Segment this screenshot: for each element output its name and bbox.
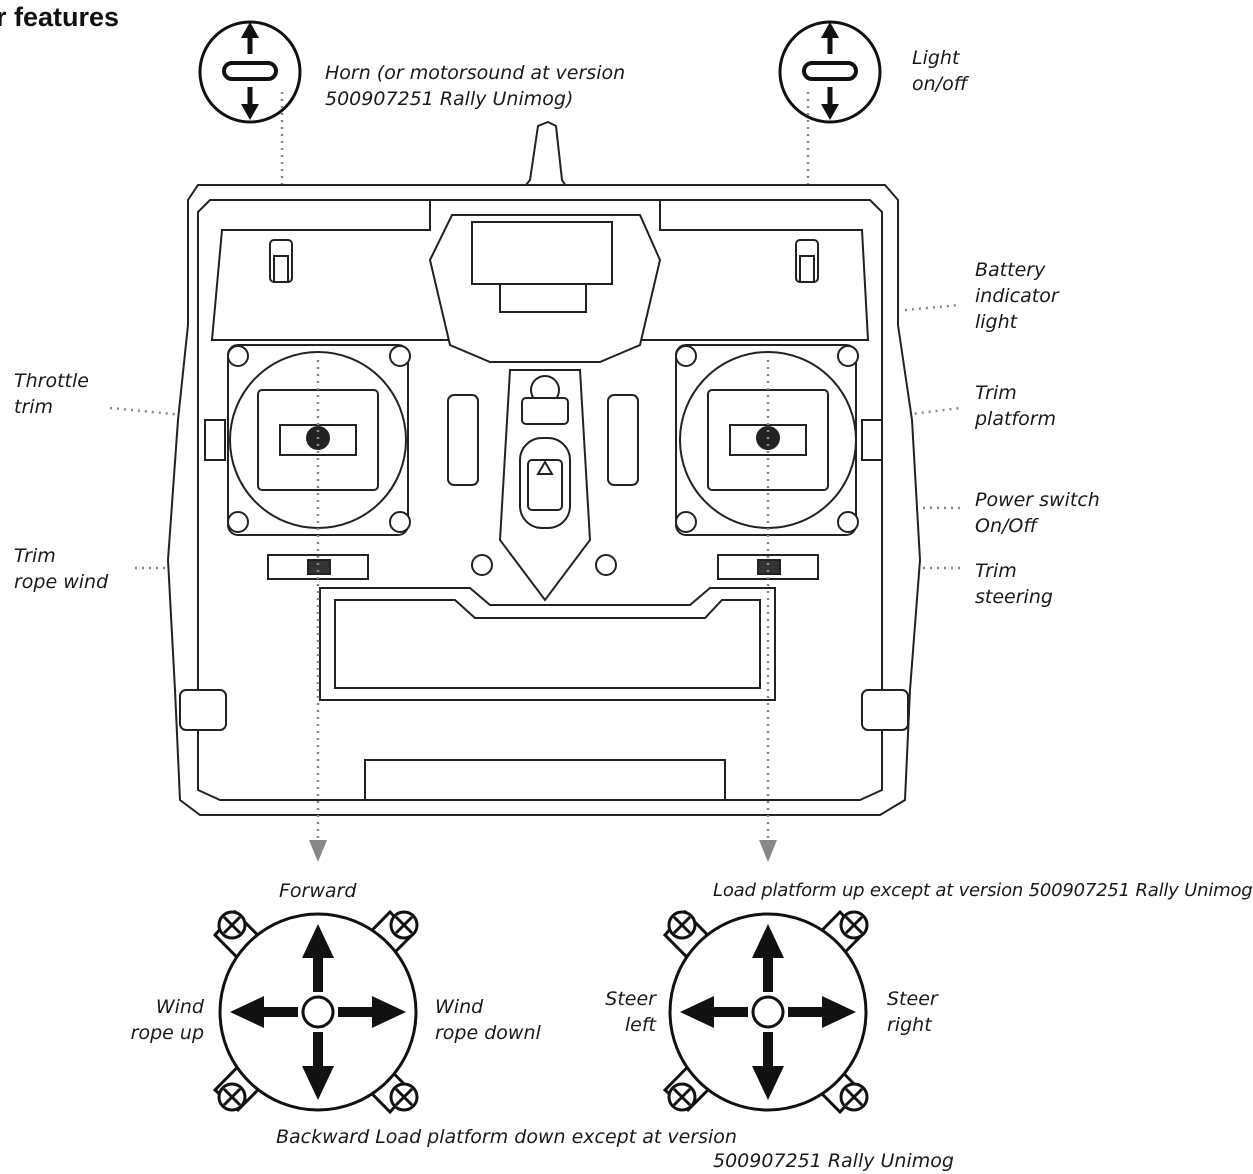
left-stick-pointer-icon: [309, 840, 327, 862]
right-stick-pointer-icon: [759, 840, 777, 862]
horn-switch-icon: [198, 20, 302, 124]
stick-leader-lines: [316, 360, 770, 840]
controller-body: [166, 120, 922, 816]
right-stick-down-label: 500907251 Rally Unimog: [713, 1150, 954, 1172]
left-stick-directions-icon: [212, 909, 419, 1115]
section-heading: r features: [0, 2, 120, 32]
light-switch-icon: [778, 20, 882, 124]
left-stick-down-label: Backward Load platform down except at ve…: [276, 1126, 737, 1148]
right-stick-gimbal: [675, 344, 883, 580]
right-stick-directions-icon: [662, 909, 869, 1115]
right-stick-up-label: Load platform up except at version 50090…: [713, 880, 1253, 901]
left-stick-up-label: Forward: [279, 880, 357, 902]
left-stick-gimbal: [204, 344, 411, 580]
